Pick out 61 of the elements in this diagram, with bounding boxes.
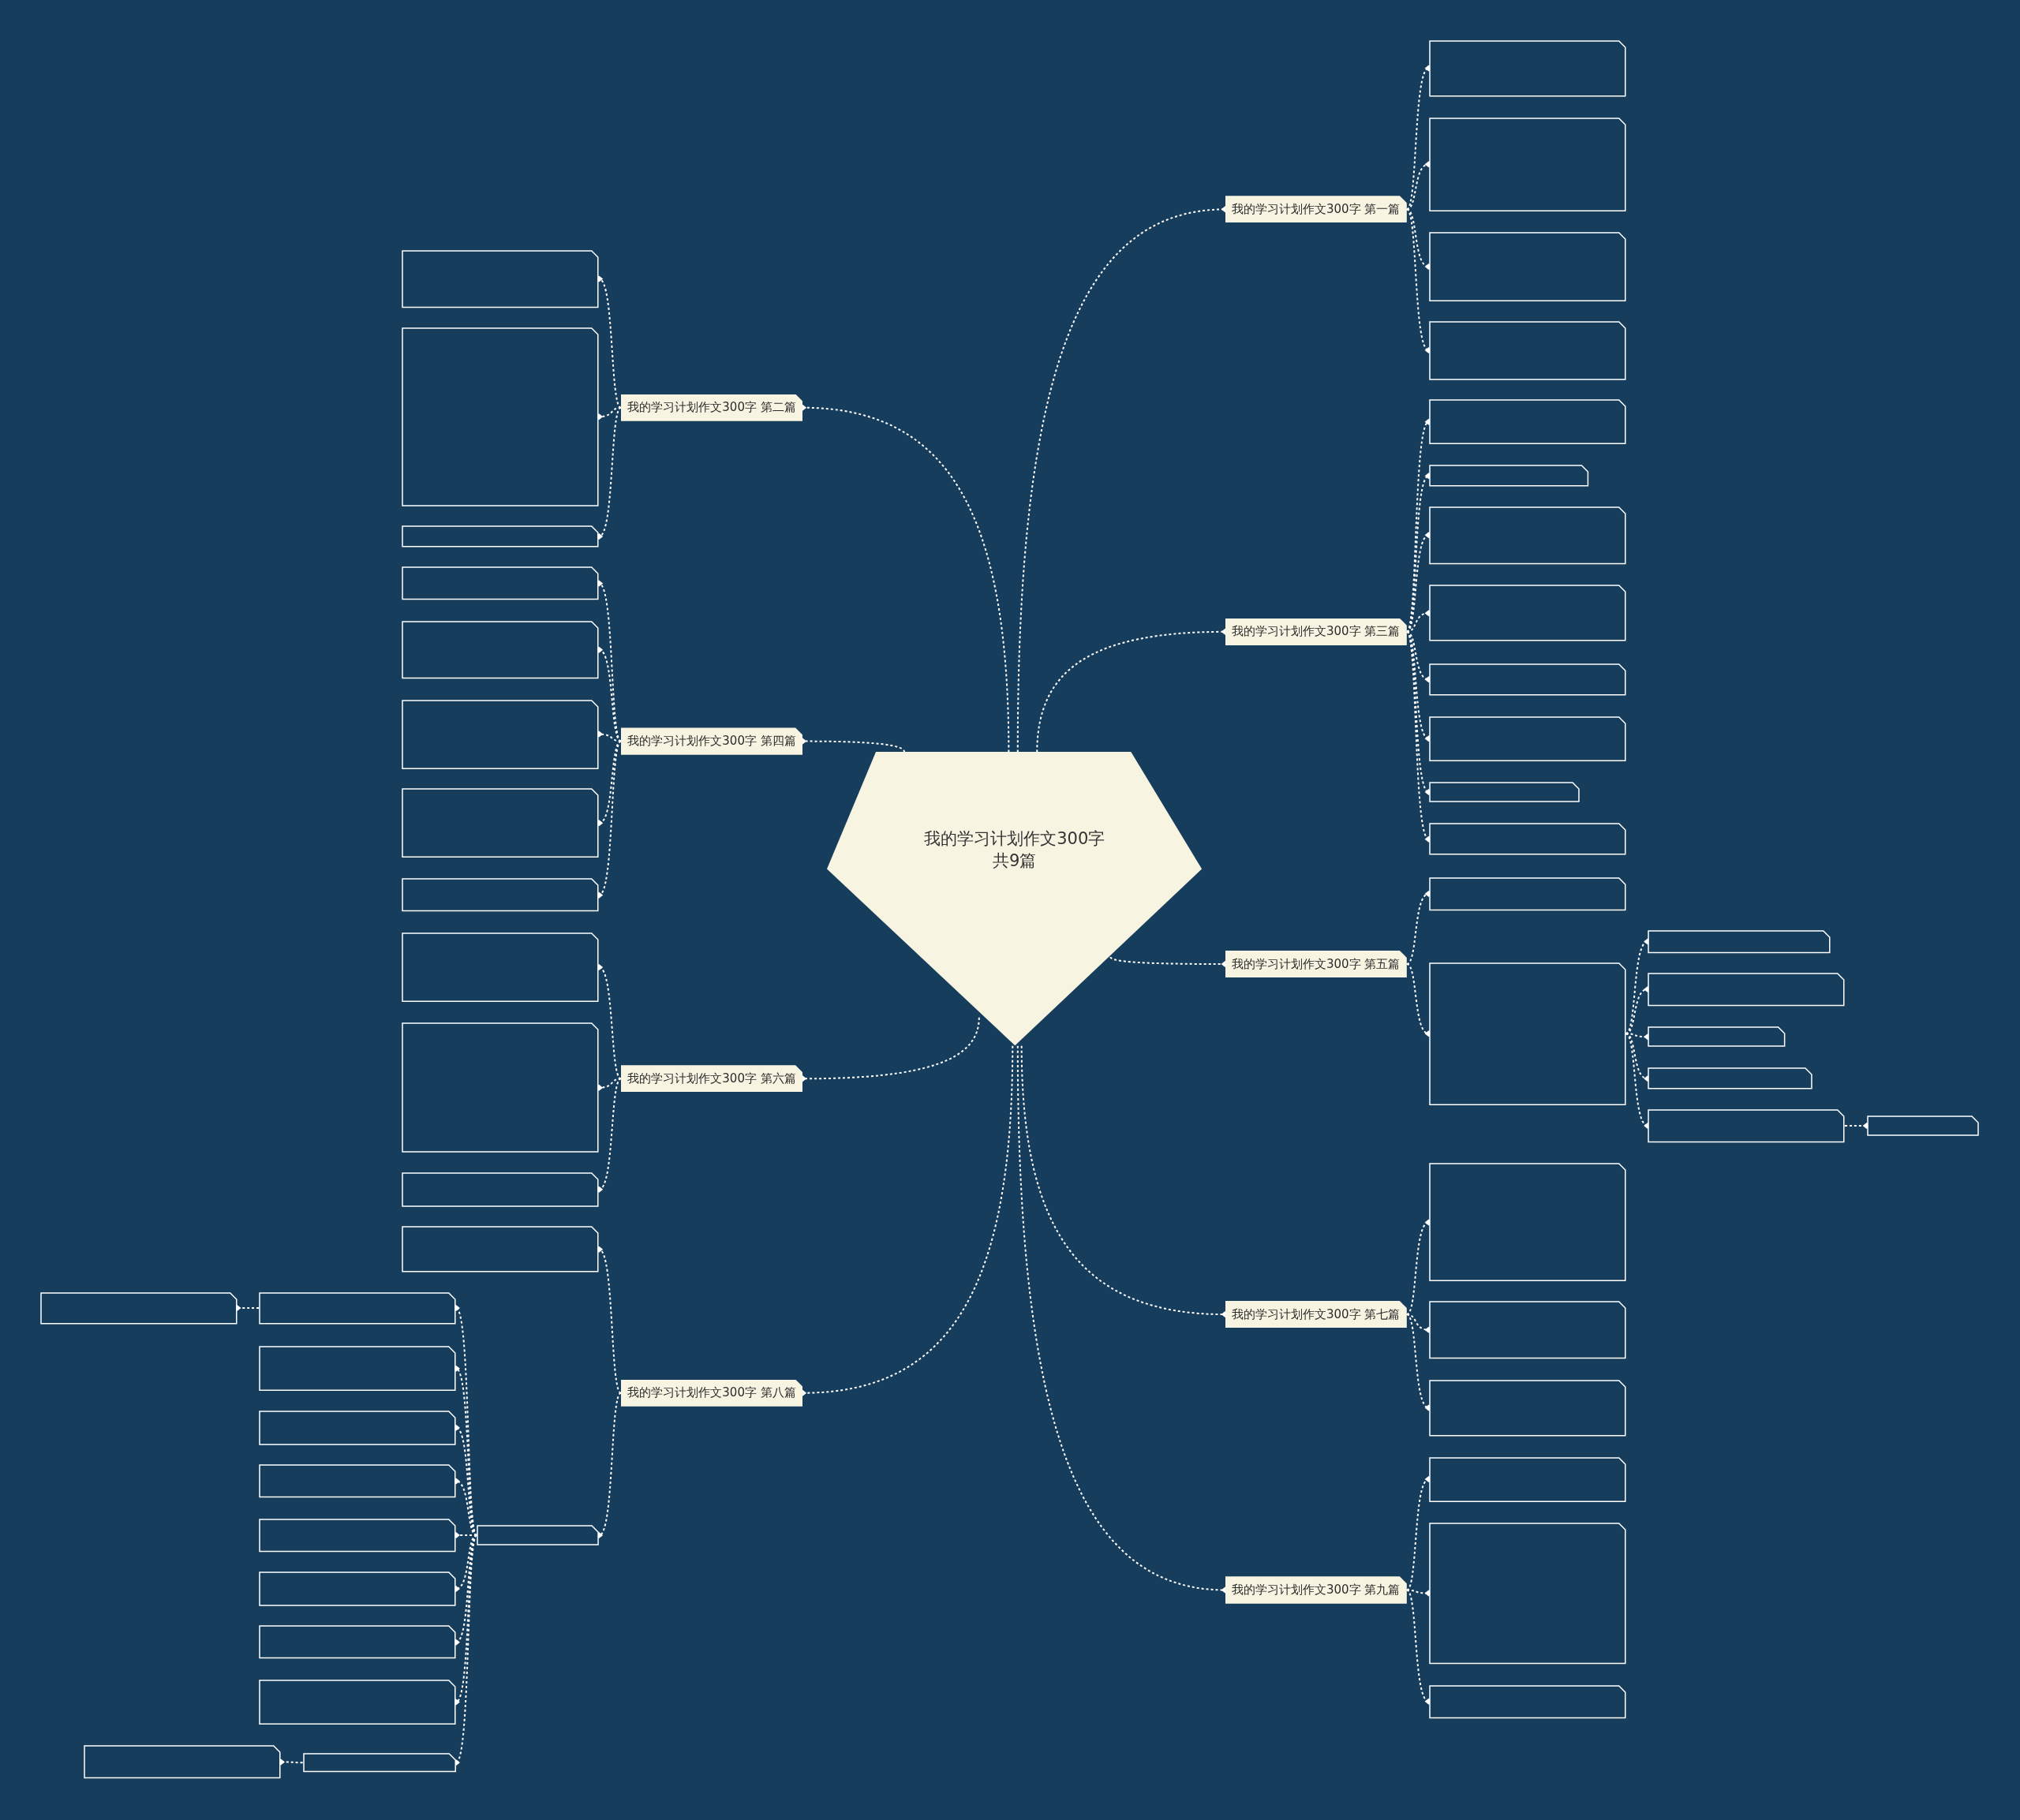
note-box <box>259 1625 456 1659</box>
note-box <box>402 1226 600 1273</box>
central-topic-text: 我的学习计划作文300字共9篇 <box>923 828 1106 873</box>
note-box <box>1428 39 1626 97</box>
note-box <box>84 1745 281 1779</box>
note-box <box>402 525 600 547</box>
topic-label: 我的学习计划作文300字 第九篇 <box>1225 1576 1407 1604</box>
topic-label: 我的学习计划作文300字 第三篇 <box>1225 618 1407 645</box>
note-box <box>259 1571 456 1606</box>
note-box <box>1428 823 1626 856</box>
note-box <box>1428 231 1626 302</box>
note-box <box>402 932 600 1003</box>
topic-label: 我的学习计划作文300字 第七篇 <box>1225 1300 1407 1329</box>
note-box <box>477 1525 600 1546</box>
note-box <box>1428 1379 1626 1437</box>
note-box <box>1428 399 1626 445</box>
note-box <box>1866 1115 1979 1136</box>
note-box <box>1428 782 1580 803</box>
note-box <box>259 1518 456 1553</box>
note-box <box>39 1291 238 1325</box>
note-box <box>1428 1163 1626 1282</box>
note-box <box>402 788 600 858</box>
note-box <box>1648 1108 1845 1143</box>
note-box <box>402 327 600 506</box>
note-box <box>402 699 600 769</box>
note-box <box>1428 1456 1626 1502</box>
note-box <box>259 1410 456 1445</box>
note-box <box>259 1291 456 1325</box>
topic-label: 我的学习计划作文300字 第八篇 <box>620 1379 803 1407</box>
note-box <box>402 1022 600 1153</box>
note-box <box>402 566 600 600</box>
note-box <box>259 1464 456 1498</box>
note-box <box>1428 876 1626 911</box>
note-box <box>402 620 600 679</box>
note-box <box>1428 320 1626 380</box>
note-box <box>1428 585 1626 642</box>
topic-label: 我的学习计划作文300字 第六篇 <box>620 1065 803 1093</box>
note-box <box>1428 1684 1626 1718</box>
note-box <box>1428 117 1626 211</box>
central-topic-pentagon <box>827 752 1203 1046</box>
note-box <box>402 878 600 912</box>
note-box <box>1428 1300 1626 1359</box>
note-box <box>1648 1067 1813 1090</box>
topic-label: 我的学习计划作文300字 第五篇 <box>1225 950 1407 978</box>
note-box <box>1648 929 1831 954</box>
note-box <box>402 249 600 308</box>
note-box <box>1428 465 1589 488</box>
note-box <box>1648 972 1845 1007</box>
note-box <box>259 1346 456 1392</box>
note-box <box>1428 506 1626 565</box>
topic-label: 我的学习计划作文300字 第二篇 <box>620 394 803 421</box>
note-box <box>402 1172 600 1207</box>
note-box <box>1648 1026 1786 1048</box>
note-box <box>1428 663 1626 696</box>
note-box <box>1428 716 1626 761</box>
note-box <box>259 1679 456 1725</box>
topic-label: 我的学习计划作文300字 第一篇 <box>1225 196 1407 223</box>
note-box <box>1428 1522 1626 1665</box>
topic-label: 我的学习计划作文300字 第四篇 <box>620 727 803 755</box>
note-box <box>1428 962 1626 1105</box>
note-box <box>302 1753 456 1773</box>
